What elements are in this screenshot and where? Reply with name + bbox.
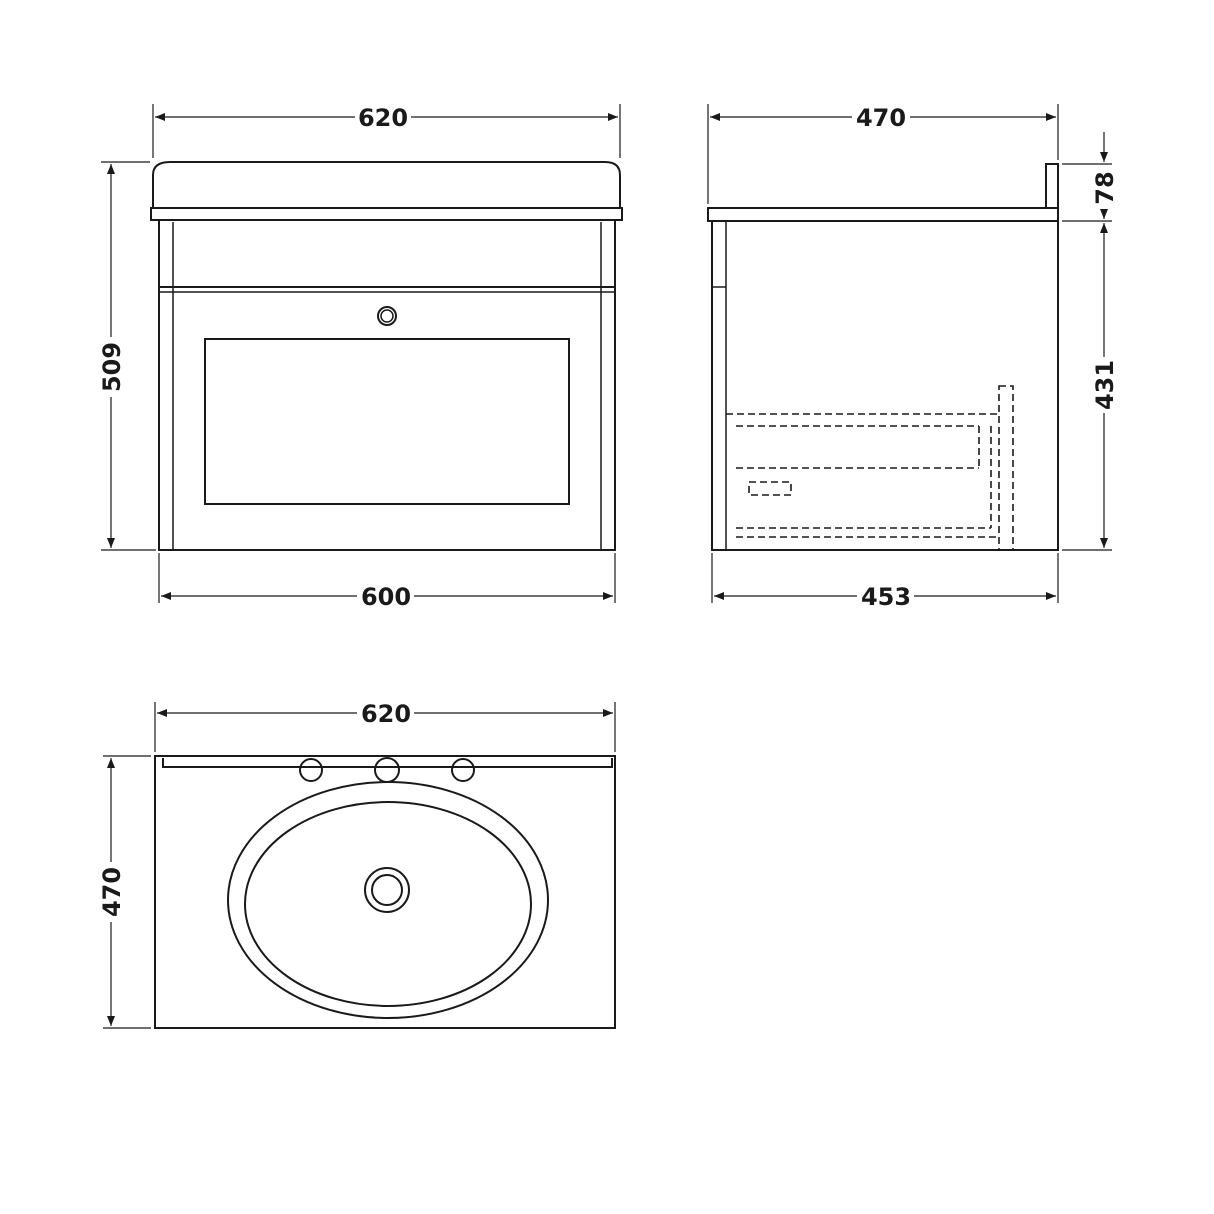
dim-side-bottom-depth: 453 [861,583,911,611]
tap-hole-right [451,758,475,782]
basin-waste-inner [371,874,403,906]
front-knob [377,306,397,326]
dim-plan-width: 620 [361,700,411,728]
plan-upstand-ledge [162,758,613,768]
tap-hole-left [299,758,323,782]
side-drawer-runner-upright [998,385,1014,551]
front-cabinet [158,219,616,551]
dimension-labels: 620 509 600 470 78 431 453 620 470 [98,104,1119,917]
dim-front-top-width: 620 [358,104,408,132]
basin-waste-outer [364,867,410,913]
dim-front-height: 509 [98,342,126,392]
plan-view [154,755,616,1029]
dim-side-upstand-height: 78 [1091,171,1119,204]
side-drawer-handle-dash [748,481,792,496]
dim-front-bottom-width: 600 [361,583,411,611]
basin-bowl-inner [244,801,532,1007]
tap-hole-center [374,757,400,783]
dim-plan-depth: 470 [98,867,126,917]
dim-side-top-depth: 470 [856,104,906,132]
side-cabinet [711,220,1059,551]
side-top [707,207,1059,222]
front-elevation [150,161,623,551]
dim-side-cabinet-height: 431 [1091,360,1119,410]
front-basin-top [152,161,621,209]
side-upstand [1045,163,1059,209]
plan-outline [154,755,616,1029]
front-basin-lip [150,207,623,221]
front-knob-inner [380,309,394,323]
side-elevation [707,163,1059,551]
basin-bowl-outer [227,781,549,1019]
dimension-lines [101,104,1112,1029]
front-drawer-panel [204,338,570,505]
